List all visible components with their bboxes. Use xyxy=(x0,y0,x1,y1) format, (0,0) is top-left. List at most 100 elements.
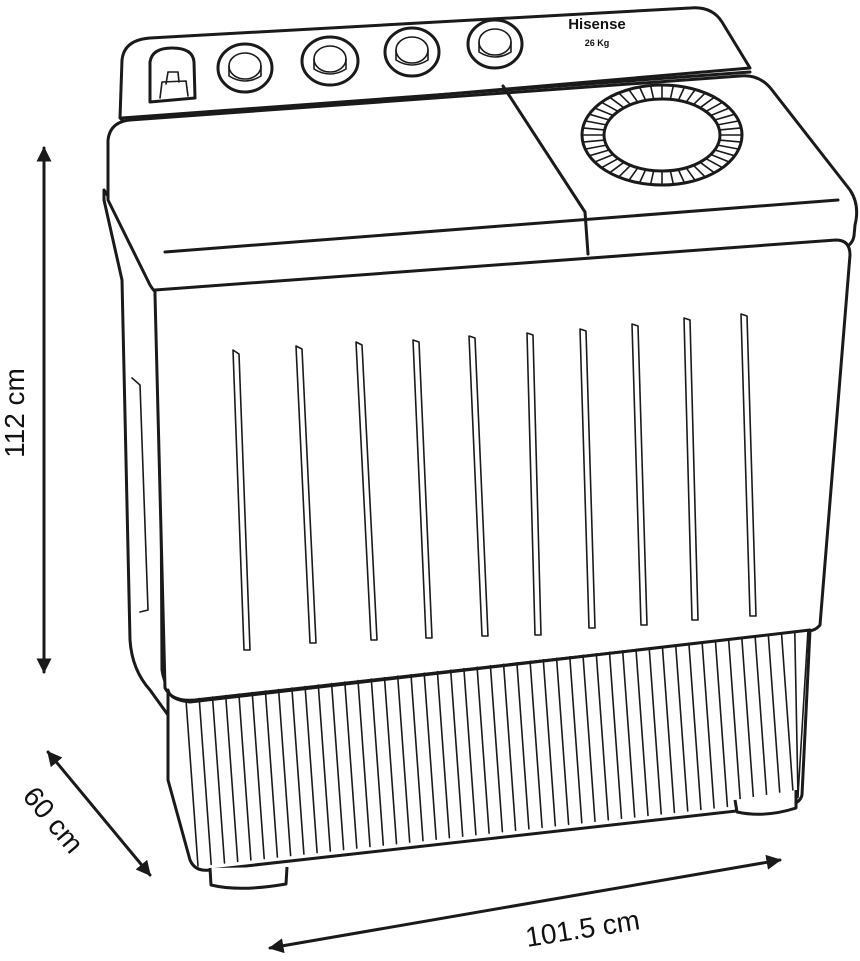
front-left-foot xyxy=(208,866,289,890)
vent-slot xyxy=(600,101,620,113)
base-rib xyxy=(185,699,199,867)
console-base-line xyxy=(120,70,752,120)
base-rib xyxy=(211,696,226,864)
base-rib xyxy=(727,638,742,806)
base-rib xyxy=(648,647,663,815)
base-rib xyxy=(661,645,676,814)
vent-slot xyxy=(608,96,625,109)
width-arrow xyxy=(268,854,782,954)
base-rib xyxy=(304,685,318,854)
vent-slot xyxy=(584,144,608,150)
vent-slot xyxy=(649,84,655,101)
base-rib xyxy=(502,663,517,832)
height-dimension: 112 cm xyxy=(0,146,52,674)
base-rib xyxy=(595,652,610,821)
vent-slot xyxy=(593,153,615,163)
base-rib xyxy=(516,661,530,830)
base-rib xyxy=(489,664,504,833)
vent-slot xyxy=(638,168,647,184)
vent-slot xyxy=(718,127,743,131)
base-rib xyxy=(343,681,358,849)
washing-machine: Hisense 26 Kg xyxy=(102,6,859,890)
depth-label: 60 cm xyxy=(17,781,90,859)
base-rib xyxy=(238,693,252,861)
width-label: 101.5 cm xyxy=(523,904,642,953)
vent-slot xyxy=(699,96,716,109)
depth-arrow xyxy=(46,750,152,877)
spin-lid-vent-ring xyxy=(580,83,744,187)
base-rib xyxy=(330,682,345,851)
base-rib xyxy=(264,690,279,858)
lid-front-edge xyxy=(163,198,840,254)
base-rib xyxy=(621,650,636,818)
capacity-label: 26 Kg xyxy=(585,38,610,48)
vent-slot xyxy=(713,149,736,157)
base-rib xyxy=(754,635,768,803)
vent-slot xyxy=(600,157,620,169)
base-rib xyxy=(608,651,623,820)
base-rib xyxy=(476,666,490,835)
base-rib xyxy=(251,691,266,860)
side-panel-groove xyxy=(131,377,149,613)
vent-slot xyxy=(716,144,740,150)
vent-slot xyxy=(588,149,611,157)
base-rib xyxy=(635,648,649,817)
base-rib xyxy=(555,657,570,826)
vent-slot xyxy=(704,157,724,169)
base-rib xyxy=(542,658,557,827)
timer-knob-1 xyxy=(216,42,274,94)
base-rib xyxy=(317,684,332,852)
detergent-dispenser xyxy=(148,46,197,104)
brand-logo: Hisense xyxy=(568,16,626,33)
base-rib xyxy=(224,694,239,863)
vent-slot xyxy=(716,120,740,126)
vent-slot xyxy=(677,168,686,184)
vent-slot xyxy=(718,139,743,143)
base-rib xyxy=(701,641,715,809)
base-rib xyxy=(449,669,464,838)
vent-slot xyxy=(709,107,731,117)
base-rib xyxy=(370,678,385,846)
timer-knob-4 xyxy=(466,18,524,70)
vent-slot xyxy=(685,166,697,182)
vent-slot xyxy=(692,164,707,178)
vent-slot xyxy=(699,161,716,174)
height-label: 112 cm xyxy=(0,368,30,458)
base-ribs xyxy=(185,629,809,867)
base-rib xyxy=(198,697,212,866)
vent-slot xyxy=(649,169,655,186)
vent-slot xyxy=(704,101,724,113)
vent-slot xyxy=(713,113,736,121)
vent-slot xyxy=(627,88,639,104)
base-rib xyxy=(357,679,371,848)
vent-slot xyxy=(638,86,647,102)
base-rib xyxy=(740,636,755,805)
vent-slot xyxy=(593,107,615,117)
timer-knob-3 xyxy=(383,26,441,78)
vent-slot xyxy=(627,166,639,182)
vent-slot xyxy=(617,164,632,178)
vent-slot xyxy=(709,153,731,163)
vent-slot xyxy=(581,139,606,143)
vent-slot xyxy=(677,86,686,102)
vent-slot xyxy=(588,113,611,121)
base-rib xyxy=(410,673,424,842)
timer-knob-2 xyxy=(300,35,360,87)
depth-dimension: 60 cm xyxy=(17,750,152,877)
base-rib xyxy=(291,687,305,855)
vent-slot xyxy=(692,92,707,106)
vent-slot xyxy=(669,169,675,186)
base-rib xyxy=(568,655,583,824)
front-grooves xyxy=(232,313,757,651)
base-rib xyxy=(396,675,411,844)
base-rib xyxy=(714,639,729,808)
base-rib xyxy=(436,670,451,839)
vent-slot xyxy=(584,120,608,126)
vent-slot xyxy=(581,127,606,131)
lid-divider xyxy=(501,84,590,256)
base-rib xyxy=(423,672,438,841)
width-dimension: 101.5 cm xyxy=(268,854,782,954)
base-rib xyxy=(529,660,543,829)
vent-slot xyxy=(617,92,632,106)
front-right-foot xyxy=(733,790,798,816)
